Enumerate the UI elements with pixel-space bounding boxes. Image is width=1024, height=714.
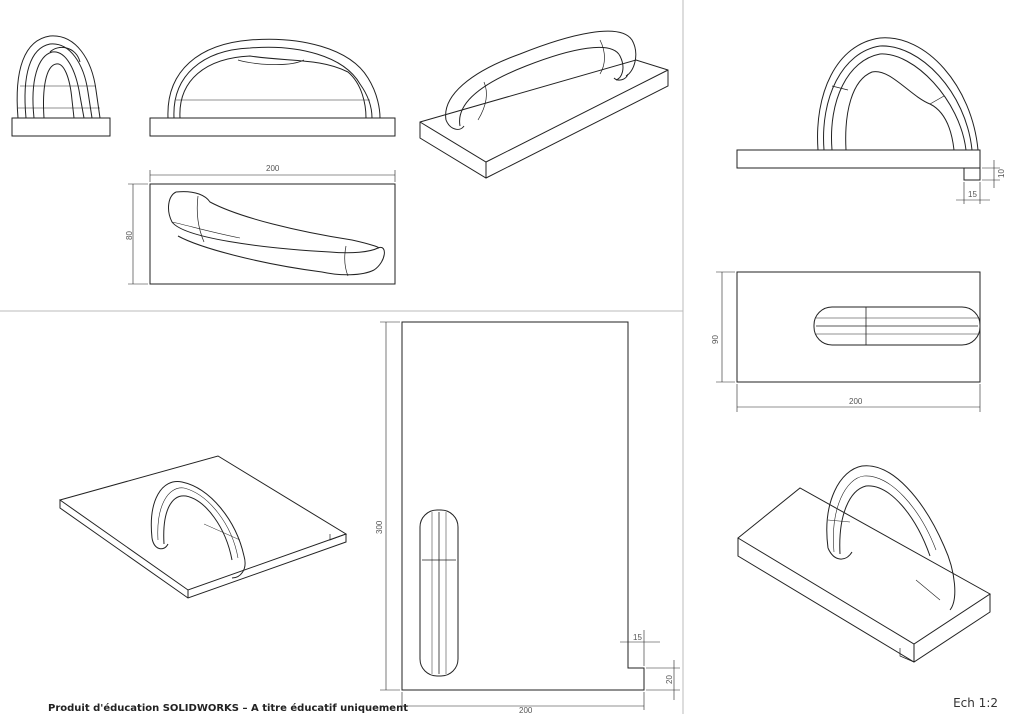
view-plate-front xyxy=(380,321,680,710)
view-handle-front xyxy=(149,38,396,137)
dim-top-width: 200 xyxy=(266,164,280,173)
view-side-right xyxy=(736,37,1000,204)
dim-plan-depth: 90 xyxy=(711,335,720,344)
view-handle-side-left xyxy=(11,35,111,137)
education-notice: Produit d'éducation SOLIDWORKS – A titre… xyxy=(48,703,408,714)
view-plate-isometric-left xyxy=(58,455,348,599)
dim-top-depth: 80 xyxy=(125,231,134,240)
scale-label: Ech 1:2 xyxy=(953,696,998,710)
dim-side-notch-height: 10 xyxy=(997,169,1006,178)
dim-plate-height: 300 xyxy=(375,520,384,534)
dim-side-notch-width: 15 xyxy=(968,190,977,199)
view-handle-isometric-top xyxy=(419,30,669,179)
view-top xyxy=(128,170,396,285)
dim-plan-width: 200 xyxy=(849,397,863,406)
dim-plate-notch-width: 15 xyxy=(633,633,642,642)
view-plan-right xyxy=(716,271,981,412)
dim-plate-notch-height: 20 xyxy=(665,675,674,684)
view-plate-isometric-right xyxy=(737,465,991,663)
dim-plate-width: 200 xyxy=(519,706,533,714)
